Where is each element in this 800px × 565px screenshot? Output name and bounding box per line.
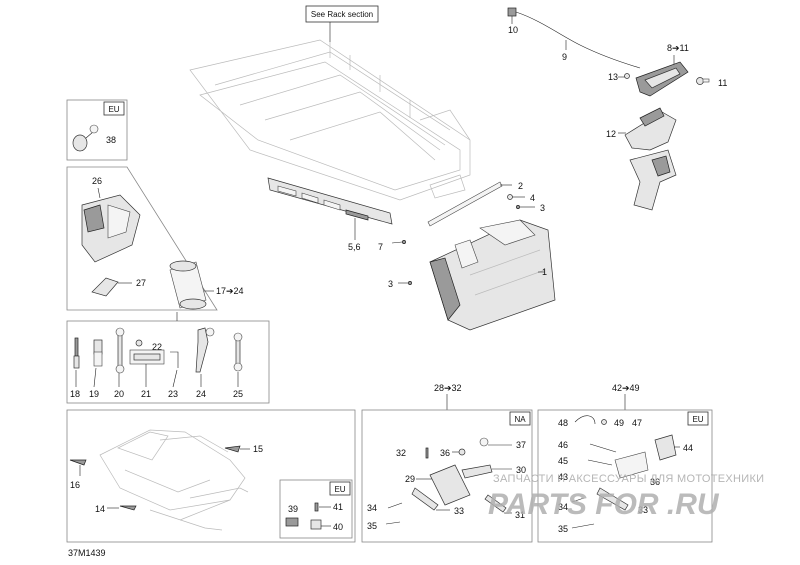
callout-c21: 21 bbox=[141, 389, 151, 399]
callout-c13: 13 bbox=[608, 72, 618, 82]
label-region_tags-na: NA bbox=[514, 415, 526, 424]
callout-c44: 44 bbox=[683, 443, 693, 453]
callout-c46: 46 bbox=[558, 440, 568, 450]
callout-c20: 20 bbox=[114, 389, 124, 399]
callout-c38: 38 bbox=[106, 135, 116, 145]
label-header-rack_note: See Rack section bbox=[311, 10, 373, 19]
figure-id: 37M1439 bbox=[68, 548, 106, 558]
callout-c35b: 35 bbox=[558, 524, 568, 534]
wiring-harness bbox=[507, 7, 641, 69]
callout-c16: 16 bbox=[70, 480, 80, 490]
callout-c48: 48 bbox=[558, 418, 568, 428]
callout-c2832: 28➔32 bbox=[434, 383, 462, 393]
callout-c56: 5,6 bbox=[348, 242, 361, 252]
callout-c7: 7 bbox=[378, 242, 383, 252]
callout-c15: 15 bbox=[253, 444, 263, 454]
callout-c39: 39 bbox=[288, 504, 298, 514]
callout-c14: 14 bbox=[95, 504, 105, 514]
mounting-strip bbox=[427, 181, 503, 227]
callout-c34b: 34 bbox=[558, 502, 568, 512]
callout-c34a: 34 bbox=[367, 503, 377, 513]
eu-license-bracket bbox=[571, 415, 677, 529]
callout-c25: 25 bbox=[233, 389, 243, 399]
callout-c19: 19 bbox=[89, 389, 99, 399]
toolkit-box bbox=[66, 166, 218, 311]
label-watermark-line2: PARTS FOR .RU bbox=[488, 488, 720, 521]
callout-c40: 40 bbox=[333, 522, 343, 532]
callout-c36b: 36 bbox=[650, 477, 660, 487]
callout-c4249: 42➔49 bbox=[612, 383, 640, 393]
lamp-bracket bbox=[624, 107, 677, 211]
callout-c45: 45 bbox=[558, 456, 568, 466]
tool-case-26 bbox=[81, 194, 141, 263]
callout-c12: 12 bbox=[606, 129, 616, 139]
callout-c49: 49 bbox=[614, 418, 624, 428]
rack-note: See Rack section bbox=[305, 5, 379, 42]
decal-16 bbox=[69, 459, 87, 466]
callout-c811: 8➔11 bbox=[667, 43, 689, 53]
callout-c35a: 35 bbox=[367, 521, 377, 531]
callout-c31: 31 bbox=[515, 510, 525, 520]
eu-license-kit-box bbox=[537, 409, 713, 543]
callout-c37: 37 bbox=[516, 440, 526, 450]
rear-tail-housing bbox=[429, 219, 556, 331]
side-reflector-panel bbox=[267, 177, 393, 225]
screw-11 bbox=[696, 77, 710, 85]
eu-plate-box bbox=[279, 479, 353, 539]
callout-c1724: 17➔24 bbox=[216, 286, 244, 296]
eu-mirror-box bbox=[66, 99, 128, 161]
callout-c47: 47 bbox=[632, 418, 642, 428]
callout-c22: 22 bbox=[152, 342, 162, 352]
strap-27 bbox=[91, 277, 119, 297]
label-region_tags-eu: EU bbox=[108, 105, 119, 114]
label-region_tags-eu: EU bbox=[692, 415, 703, 424]
label-watermark-line1: ЗАПЧАСТИ И АКСЕССУАРЫ ДЛЯ МОТОТЕХНИКИ bbox=[493, 473, 764, 485]
rivet-41 bbox=[314, 502, 319, 512]
tail-light bbox=[635, 61, 689, 97]
callout-c3b: 3 bbox=[388, 279, 393, 289]
callout-c30: 30 bbox=[516, 465, 526, 475]
callout-c9: 9 bbox=[562, 52, 567, 62]
tools-box bbox=[66, 320, 270, 404]
plate-39 bbox=[285, 517, 299, 527]
na-license-bracket bbox=[385, 437, 507, 525]
callout-c27: 27 bbox=[136, 278, 146, 288]
na-tag: NA bbox=[509, 411, 531, 426]
callout-c33b: 33 bbox=[638, 505, 648, 515]
tools-row bbox=[73, 327, 243, 374]
callout-c41: 41 bbox=[333, 502, 343, 512]
callout-c3a: 3 bbox=[540, 203, 545, 213]
callout-c24: 24 bbox=[196, 389, 206, 399]
decal-15 bbox=[224, 445, 241, 453]
mirror-38 bbox=[72, 124, 99, 152]
callout-c23: 23 bbox=[168, 389, 178, 399]
decal-14 bbox=[119, 505, 137, 511]
eu-tag-2: EU bbox=[329, 481, 351, 496]
na-license-kit-box bbox=[361, 409, 533, 543]
callout-c4: 4 bbox=[530, 193, 535, 203]
snowmobile-box bbox=[66, 409, 356, 543]
callout-c26: 26 bbox=[92, 176, 102, 186]
callout-c18: 18 bbox=[70, 389, 80, 399]
callout-c42: 43 bbox=[558, 472, 568, 482]
callout-c29: 29 bbox=[405, 474, 415, 484]
eu-tag: EU bbox=[103, 101, 125, 116]
rack-ghost bbox=[189, 39, 471, 201]
callout-c10: 10 bbox=[508, 25, 518, 35]
callout-c36a: 36 bbox=[440, 448, 450, 458]
label-region_tags-eu: EU bbox=[334, 485, 345, 494]
eu-tag-3: EU bbox=[687, 411, 709, 426]
callout-c2: 2 bbox=[518, 181, 523, 191]
snowmobile-sketch bbox=[99, 429, 249, 531]
watermark: ЗАПЧАСТИ И АКСЕССУАРЫ ДЛЯ МОТОТЕХНИКИ PA… bbox=[488, 473, 764, 521]
callout-c32: 32 bbox=[396, 448, 406, 458]
callout-c1: 1 bbox=[542, 267, 547, 277]
tool-roll-17 bbox=[169, 260, 207, 310]
plate-40 bbox=[310, 519, 322, 530]
callout-c11: 11 bbox=[718, 78, 727, 88]
callout-c33a: 33 bbox=[454, 506, 464, 516]
